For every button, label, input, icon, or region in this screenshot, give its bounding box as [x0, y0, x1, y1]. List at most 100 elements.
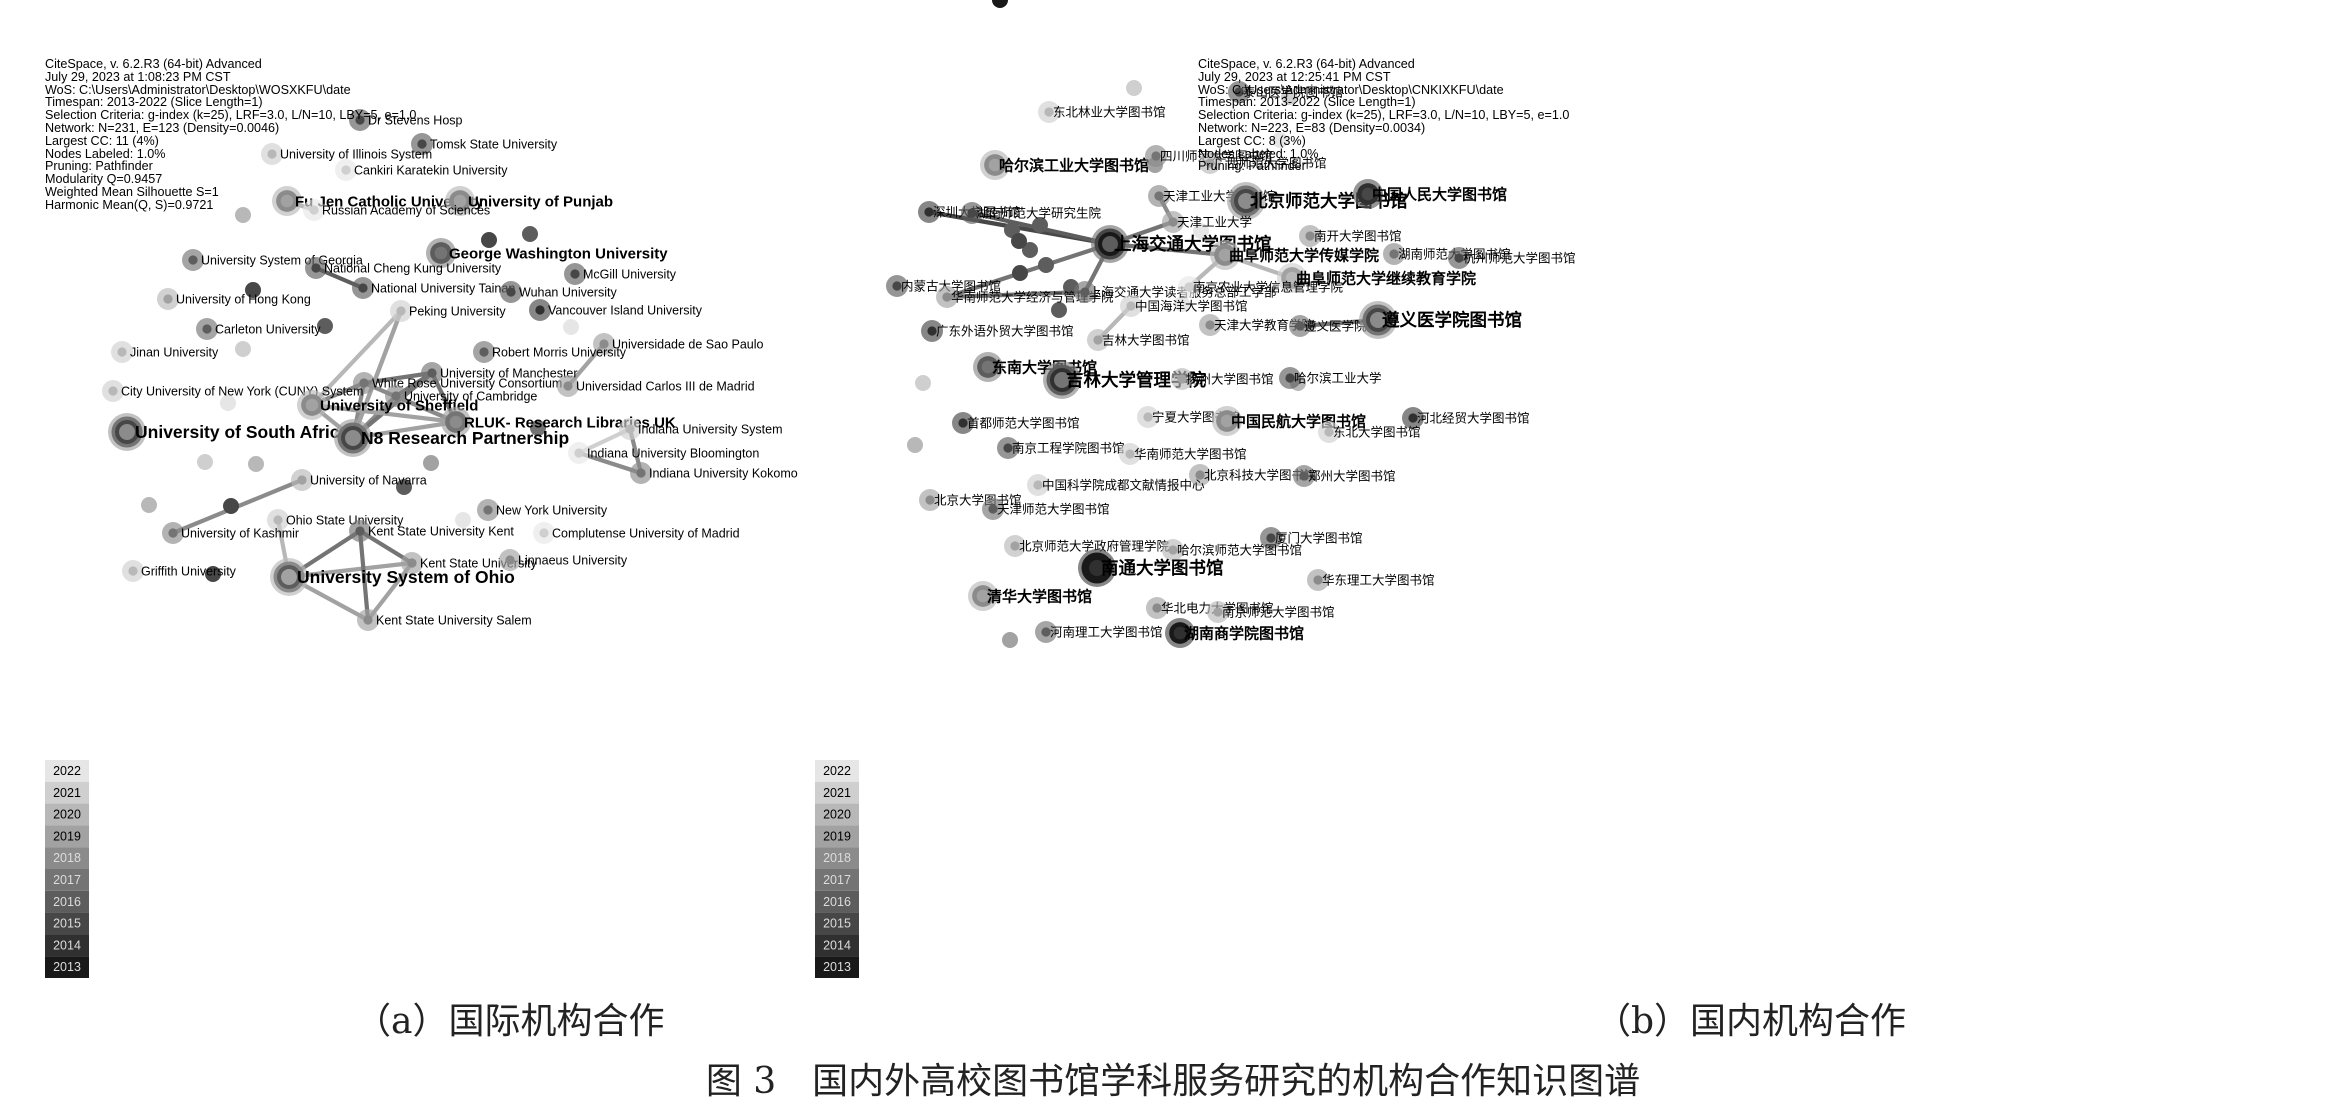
- node-label: 华南师范大学图书馆: [1134, 446, 1247, 461]
- node-indiana-bloomington: Indiana University Bloomington: [568, 442, 759, 464]
- unlabeled-node: [481, 232, 497, 248]
- info-line: CiteSpace, v. 6.2.R3 (64-bit) Advanced: [45, 57, 262, 71]
- legend-swatch: [45, 934, 89, 957]
- node-nankai: 南开大学图书馆: [1299, 225, 1402, 247]
- node-qfnu-cont: 曲阜师范大学继续教育学院: [1277, 263, 1476, 293]
- node-njau-info: 南京农业大学信息管理学院: [1178, 276, 1344, 298]
- info-line: Timespan: 2013-2022 (Slice Length=1): [45, 95, 263, 110]
- node-capital-normal: 首都师范大学图书馆: [952, 412, 1080, 434]
- node-label: 东北大学图书馆: [1333, 424, 1421, 439]
- info-line: Selection Criteria: g-index (k=25), LRF=…: [45, 108, 417, 123]
- unlabeled-node: [235, 207, 251, 223]
- unlabeled-node: [1022, 242, 1038, 258]
- node-label: Universidad Carlos III de Madrid: [576, 379, 755, 393]
- node-label: 厦门大学图书馆: [1275, 530, 1363, 545]
- unlabeled-node: [1011, 233, 1027, 249]
- legend-year-label: 2015: [53, 917, 81, 931]
- edge-rluk-sheffield: [309, 402, 459, 425]
- legend-swatch: [45, 890, 89, 913]
- legend-year-label: 2016: [823, 895, 851, 909]
- caption-domestic: （b）国内机构合作: [1595, 1001, 1907, 1042]
- legend-swatch: [815, 869, 859, 891]
- node-label: 哈尔滨师范大学图书馆: [1177, 542, 1302, 557]
- unlabeled-node: [1126, 80, 1142, 96]
- unlabeled-node: [915, 375, 931, 391]
- node-label: 吉林大学管理学院: [1066, 370, 1206, 391]
- unlabeled-node: [530, 420, 546, 436]
- node-label: Indiana University System: [638, 422, 783, 436]
- node-label: University of Punjab: [468, 193, 613, 210]
- node-label: 北京科技大学图书馆: [1204, 467, 1317, 482]
- node-scnu-lib: 华南师范大学图书馆: [1119, 443, 1247, 465]
- node-mcgill: McGill University: [564, 263, 677, 285]
- node-label: Tomsk State University: [430, 137, 558, 151]
- node-white-rose: White Rose University Consortium: [353, 372, 562, 394]
- node-label: 泰山医学院图书馆: [1243, 84, 1343, 99]
- legend-swatch: [815, 760, 859, 782]
- node-jilin-mgmt: 吉林大学管理学院: [1043, 361, 1206, 399]
- node-kent-state-salem: Kent State University Salem: [357, 609, 532, 631]
- node-label: University System of Ohio: [297, 567, 515, 587]
- node-renmin: 中国人民大学图书馆: [1353, 179, 1507, 209]
- caption-international: （a）国际机构合作: [355, 1001, 665, 1042]
- node-jinan: Jinan University: [111, 341, 219, 363]
- legend-year-label: 2017: [53, 873, 81, 887]
- node-fu-jen: Fu Jen Catholic University: [272, 186, 484, 216]
- node-zhengzhou: 郑州大学图书馆: [1293, 465, 1396, 487]
- node-label: University of Cambridge: [404, 389, 537, 403]
- node-new-york: New York University: [477, 499, 608, 521]
- node-tomsk: Tomsk State University: [411, 133, 558, 155]
- node-label: 哈尔滨工业大学: [1294, 370, 1382, 385]
- node-label: 东北林业大学图书馆: [1053, 104, 1166, 119]
- info-line: Harmonic Mean(Q, S)=0.9721: [45, 197, 214, 212]
- edge-sheffield-peking: [309, 308, 404, 408]
- node-label: Peking University: [409, 304, 506, 318]
- unlabeled-node: [1032, 217, 1048, 233]
- legend-swatch: [815, 825, 859, 848]
- node-label: University of Kashmir: [181, 526, 299, 540]
- legend-year-label: 2020: [53, 808, 81, 822]
- node-tainan: National University Tainan: [352, 277, 515, 299]
- legend-year-label: 2019: [53, 829, 81, 843]
- node-label: 天津师范大学图书馆: [997, 501, 1110, 516]
- node-nantong: 南通大学图书馆: [1078, 549, 1224, 587]
- node-label: 河北经贸大学图书馆: [1417, 410, 1530, 425]
- node-label: 南京工程学院图书馆: [1012, 440, 1125, 455]
- legend-swatch: [45, 760, 89, 782]
- node-sheffield: University of Sheffield: [297, 390, 478, 420]
- legend-swatch: [45, 781, 89, 804]
- unlabeled-node: [396, 479, 412, 495]
- node-label: New York University: [496, 503, 608, 517]
- node-n8: N8 Research Partnership: [334, 419, 569, 457]
- node-label: 杭州师范大学图书馆: [1463, 250, 1576, 265]
- node-ecust: 华东理工大学图书馆: [1307, 569, 1435, 591]
- unlabeled-node: [1051, 302, 1067, 318]
- node-label: Kent State University Salem: [376, 613, 532, 627]
- node-label: Universidade de Sao Paulo: [612, 337, 764, 351]
- legend-year-label: 2013: [53, 960, 81, 974]
- node-yangzhou: 扬州大学图书馆: [1171, 368, 1274, 390]
- node-ohio-state: Ohio State University: [267, 509, 404, 531]
- edge-sjtu-scnu-econ: [944, 241, 1113, 300]
- unlabeled-node: [1038, 257, 1054, 273]
- legend-swatch: [45, 956, 89, 978]
- node-label: 河南理工大学图书馆: [1050, 624, 1163, 639]
- node-gwu: George Washington University: [426, 238, 668, 268]
- node-label: 北京师范大学政府管理学院: [1019, 538, 1170, 553]
- legend-year-label: 2019: [823, 829, 851, 843]
- node-label: White Rose University Consortium: [372, 376, 562, 390]
- info-line: Network: N=231, E=123 (Density=0.0046): [45, 120, 280, 135]
- node-label: Indiana University Bloomington: [587, 446, 759, 460]
- node-label: 南京农业大学信息管理学院: [1193, 279, 1344, 294]
- node-label: University of Sheffield: [320, 397, 478, 414]
- node-label: 广西师范大学图书馆: [1214, 155, 1327, 170]
- node-zunyi-med-lib: 遵义医学院图书馆: [1359, 301, 1522, 339]
- node-hebei-econ: 河北经贸大学图书馆: [1402, 407, 1530, 429]
- unlabeled-node: [1272, 132, 1288, 148]
- info-line: WoS: C:\Users\Administrator\Desktop\CNKI…: [1198, 82, 1504, 97]
- unlabeled-node: [1012, 265, 1028, 281]
- node-jilin-lib: 吉林大学图书馆: [1087, 329, 1190, 351]
